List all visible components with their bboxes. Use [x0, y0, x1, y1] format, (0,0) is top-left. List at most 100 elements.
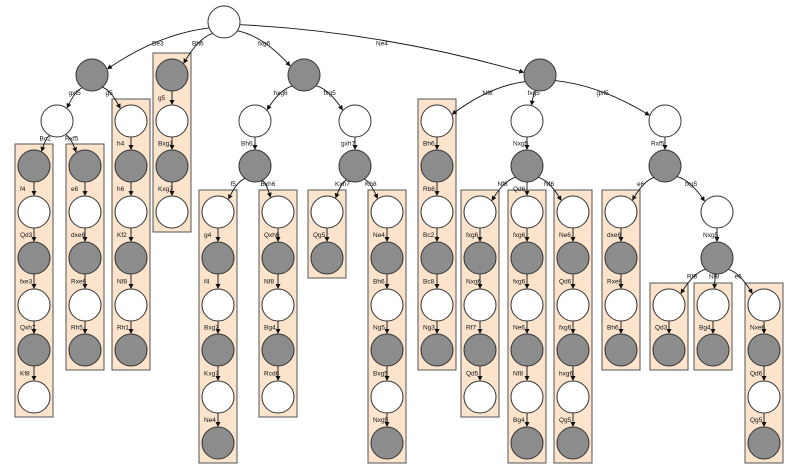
- move-label-bc2_2: Qd3: [20, 232, 33, 239]
- move-label-f5: f5: [231, 181, 237, 188]
- node-rxf5_4: [68, 333, 102, 367]
- node-nf8_1: [420, 149, 454, 183]
- move-label-bxh6_2: Nf8: [264, 279, 275, 286]
- edge-fxg6_fxg5: [315, 85, 343, 111]
- move-label-bxh6_3: Bg4: [264, 325, 276, 332]
- move-label-g5_4: Nf8: [117, 279, 128, 286]
- move-label-gxf5_rxf5: Rxf5: [651, 141, 665, 148]
- move-label-bc2: Bc2: [40, 136, 52, 143]
- edge-gxf5_e6: [632, 177, 655, 201]
- edge-ne4: [239, 24, 525, 74]
- move-label-kh8_4: Bxg5: [373, 371, 388, 378]
- move-label-fxg6_hxg6: hxg6: [274, 90, 288, 97]
- node-kh8_1: [370, 241, 404, 275]
- node-bc2_1: [17, 195, 51, 229]
- node-ne4_gxf5: [648, 104, 682, 138]
- edge-be3: [106, 27, 210, 70]
- node-bxh6: [261, 195, 295, 229]
- move-label-bh6_1: g5: [158, 95, 166, 102]
- move-label-c2: Qd6: [559, 279, 572, 286]
- node-nxg5_qd6: [510, 195, 544, 229]
- edge-rxf5: [65, 134, 77, 153]
- node-be3: [75, 58, 109, 92]
- move-label-f5_5: Ne4: [204, 417, 216, 424]
- move-label-d1: dxe6: [607, 232, 621, 239]
- move-label-rxf5_3: Rxe6: [71, 279, 87, 286]
- edge-fxg6: [237, 30, 291, 67]
- move-label-f5_1: g4: [204, 232, 212, 239]
- node-bh6: [155, 58, 189, 92]
- move-label-rxf5: Rxf5: [65, 136, 79, 143]
- move-label-c1: Ne6: [559, 232, 571, 239]
- node-root: [207, 5, 241, 39]
- node-nxg5_nf8: [463, 195, 497, 229]
- move-label-b5: Bg4: [513, 417, 525, 424]
- node-bc2_3: [17, 288, 51, 322]
- tree-nodes: [17, 5, 781, 460]
- move-label-kxh7: Kxh7: [335, 181, 350, 188]
- move-label-ne4_gxf5: gxf5: [597, 90, 610, 97]
- move-label-g5_1: h4: [117, 141, 125, 148]
- node-nxg5b: [700, 241, 734, 275]
- move-label-g5_5: Rh1: [117, 325, 129, 332]
- node-nf8_5: [420, 333, 454, 367]
- node-g5_1: [114, 149, 148, 183]
- move-label-rxf5_2: dxe6: [71, 232, 85, 239]
- edge-fxg6_hxg6: [266, 85, 293, 111]
- edge-kxh7: [334, 179, 347, 199]
- node-e6b_2: [747, 380, 781, 414]
- move-label-f5_2: f4: [204, 279, 210, 286]
- node-gxf5_rxf5: [648, 149, 682, 183]
- node-rxf5: [68, 149, 102, 183]
- node-e6b: [747, 288, 781, 322]
- node-kh8_4: [370, 380, 404, 414]
- node-nf8_4: [420, 288, 454, 322]
- move-label-b3: Ne6: [513, 325, 525, 332]
- move-label-nxg5_nf6: Nf6: [544, 181, 555, 188]
- node-f5_4: [201, 380, 235, 414]
- edge-bh6: [183, 32, 213, 64]
- node-bc2: [17, 149, 51, 183]
- node-be3_g5: [114, 104, 148, 138]
- tree-edges: [31, 24, 767, 427]
- move-label-kh8: Kh8: [365, 181, 377, 188]
- edge-kh8: [363, 178, 379, 199]
- node-rf8_1: [652, 333, 686, 367]
- node-g5_4: [114, 288, 148, 322]
- node-nf8_2: [420, 195, 454, 229]
- node-e6b_1: [747, 333, 781, 367]
- move-label-nxg5: Nxg5: [513, 141, 529, 148]
- node-bc2_4: [17, 333, 51, 367]
- move-label-kh8_5: Nxg5: [373, 417, 389, 424]
- edge-nxg5_nf6: [538, 176, 562, 201]
- move-label-be3_gxf5: gxf5: [69, 90, 82, 97]
- move-label-ne4: Ne4: [376, 41, 388, 48]
- move-label-c3: fxg6: [559, 325, 572, 332]
- move-label-f5_3: Bxg7: [204, 325, 219, 332]
- node-f5: [201, 195, 235, 229]
- node-b3: [510, 333, 544, 367]
- edge-be3_g5: [102, 86, 121, 109]
- move-label-kh8_2: Bh6: [373, 279, 385, 286]
- node-nxg5_nf6: [556, 195, 590, 229]
- node-bh6_2: [155, 149, 189, 183]
- node-b4: [510, 380, 544, 414]
- node-fxg6_fxg5: [338, 104, 372, 138]
- move-label-bxh6_4: Rcd8: [264, 371, 280, 378]
- edge-rf8: [680, 268, 706, 294]
- node-rxf5_3: [68, 288, 102, 322]
- move-label-bh6_2: Bxg7: [158, 141, 173, 148]
- move-label-nf8b: Nf8: [709, 274, 720, 281]
- move-label-nf8_3: Bc2: [423, 232, 435, 239]
- edge-ne4_fxg5: [529, 90, 537, 106]
- node-rf8: [652, 288, 686, 322]
- node-rxf5_1: [68, 195, 102, 229]
- move-label-fxg6: fxg6: [258, 41, 271, 48]
- node-rxf5_2: [68, 241, 102, 275]
- node-f5_3: [201, 333, 235, 367]
- node-c2: [556, 288, 590, 322]
- move-label-b4: Nf8: [513, 371, 524, 378]
- node-kh8_2: [370, 288, 404, 322]
- node-a3: [463, 333, 497, 367]
